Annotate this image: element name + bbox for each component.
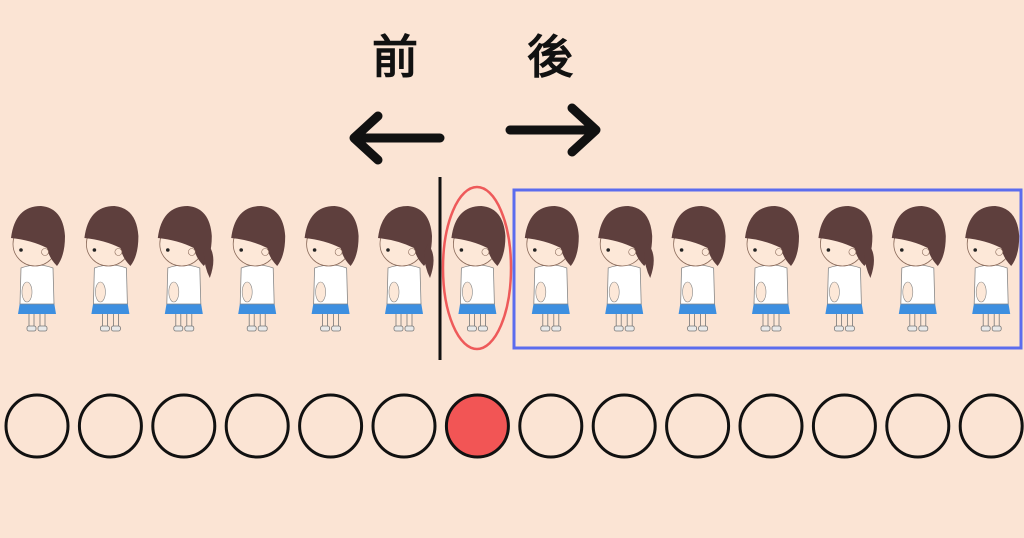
person-figure xyxy=(598,206,654,332)
person-figure xyxy=(891,206,946,332)
arrow-left-icon xyxy=(349,111,445,165)
arrow-right-icon xyxy=(505,103,601,157)
queue-circle xyxy=(958,393,1024,459)
person-figure xyxy=(304,206,359,332)
queue-circle xyxy=(738,393,804,459)
person-figure xyxy=(84,206,139,332)
queue-circle xyxy=(591,393,657,459)
queue-circle xyxy=(518,393,584,459)
person-figure xyxy=(231,206,286,332)
queue-circle xyxy=(77,393,143,459)
behind-box xyxy=(512,188,1023,350)
queue-circle-highlighted xyxy=(444,393,510,459)
label-back: 後 xyxy=(527,30,573,84)
person-figure xyxy=(378,206,434,332)
person-figure xyxy=(524,206,579,332)
queue-circle xyxy=(665,393,731,459)
person-figure xyxy=(745,206,799,332)
label-front: 前 xyxy=(372,30,418,84)
highlight-oval xyxy=(441,185,513,351)
queue-circle xyxy=(151,393,217,459)
queue-circle xyxy=(4,393,70,459)
queue-circle xyxy=(371,393,437,459)
person-figure xyxy=(451,206,506,332)
person-figure xyxy=(11,206,65,332)
queue-circle xyxy=(298,393,364,459)
queue-circle xyxy=(885,393,951,459)
people-row xyxy=(11,206,1020,332)
person-figure xyxy=(671,206,726,332)
person-figure xyxy=(818,206,874,332)
circles-row xyxy=(4,393,1024,459)
person-figure xyxy=(157,206,214,332)
queue-circle xyxy=(811,393,877,459)
queue-circle xyxy=(224,393,290,459)
person-figure xyxy=(965,206,1020,332)
